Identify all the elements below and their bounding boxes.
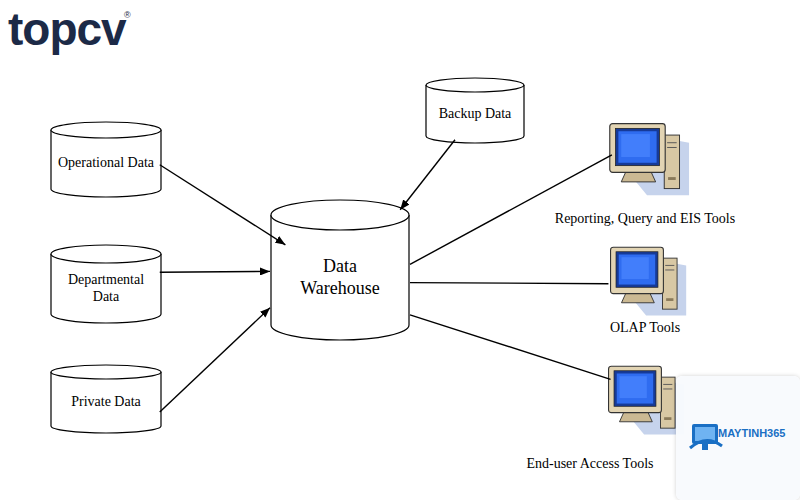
watermark-box: [676, 376, 800, 500]
watermark-logo: [686, 418, 726, 458]
registered-mark: ®: [124, 10, 131, 20]
tool-label: Reporting, Query and EIS Tools: [530, 211, 760, 227]
connector-line: [160, 308, 270, 412]
connector-line: [410, 315, 611, 380]
connector-line: [410, 283, 608, 284]
computer-terminal: End-user Access Tools: [480, 358, 700, 476]
database-cylinder: Data Warehouse: [270, 200, 410, 340]
node-label: Operational Data: [50, 138, 162, 189]
node-label: Private Data: [50, 379, 162, 426]
database-cylinder: Operational Data: [50, 122, 162, 197]
connector-line: [160, 165, 286, 245]
tool-label: End-user Access Tools: [480, 456, 700, 472]
connector-line: [160, 271, 270, 273]
database-cylinder: Departmental Data: [50, 245, 162, 323]
computer-terminal: Reporting, Query and EIS Tools: [530, 118, 760, 230]
database-cylinder: Private Data: [50, 365, 162, 433]
database-cylinder: Backup Data: [425, 78, 525, 143]
computer-icon: [606, 243, 688, 317]
computer-icon: [605, 118, 691, 198]
node-label: Backup Data: [425, 92, 525, 136]
tool-label: OLAP Tools: [560, 320, 730, 336]
computer-icon: [604, 358, 686, 440]
connector-line: [410, 155, 612, 265]
computer-terminal: OLAP Tools: [560, 243, 730, 338]
node-label: Data Warehouse: [270, 230, 410, 325]
node-label: Departmental Data: [50, 263, 162, 314]
connector-line: [400, 140, 455, 210]
watermark-logo-text: topcv: [8, 2, 126, 56]
